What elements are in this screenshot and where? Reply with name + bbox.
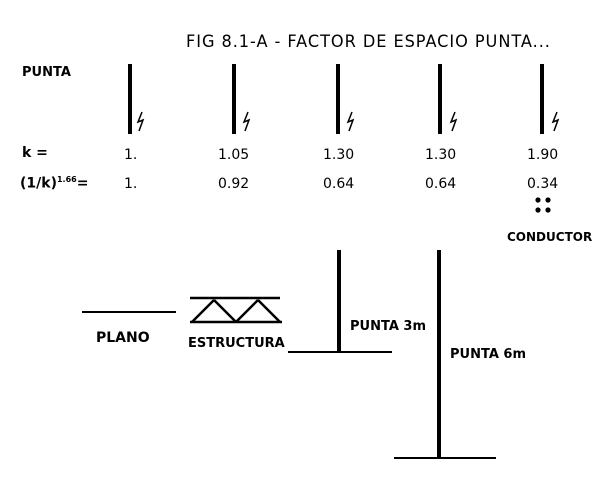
- factor-label-base: (1/k): [20, 175, 57, 192]
- k-value-5: 1.90: [527, 147, 559, 163]
- figure-title: FIG 8.1-A - FACTOR DE ESPACIO PUNTA...: [186, 32, 551, 52]
- factor-value-1: 1.: [124, 176, 138, 192]
- punta-symbol-3: [336, 64, 355, 134]
- factor-value-2: 0.92: [218, 176, 250, 192]
- factor-row-label: (1/k)1.66=: [20, 176, 88, 191]
- plano-label: PLANO: [96, 330, 150, 346]
- punta-row-label: PUNTA: [22, 65, 71, 80]
- k-value-2: 1.05: [218, 147, 250, 163]
- factor-label-equals: =: [76, 175, 89, 192]
- conductor-dots: [535, 197, 551, 213]
- punta-symbol-1: [128, 64, 145, 134]
- punta-symbol-5: [540, 64, 560, 134]
- k-row-label: k =: [22, 145, 48, 161]
- conductor-label: CONDUCTOR: [507, 230, 593, 244]
- k-value-1: 1.: [124, 147, 138, 163]
- k-value-3: 1.30: [323, 147, 355, 163]
- punta-6m-symbol: [394, 250, 496, 459]
- k-value-4: 1.30: [425, 147, 457, 163]
- punta-3m-label: PUNTA 3m: [350, 319, 427, 334]
- estructura-label: ESTRUCTURA: [188, 336, 285, 351]
- punta-symbol-2: [232, 64, 251, 134]
- punta-symbol-4: [438, 64, 458, 134]
- factor-value-3: 0.64: [323, 176, 355, 192]
- estructura-truss: [190, 296, 282, 324]
- factor-label-exponent: 1.66: [56, 175, 77, 184]
- factor-value-4: 0.64: [425, 176, 457, 192]
- factor-value-5: 0.34: [527, 176, 559, 192]
- punta-6m-label: PUNTA 6m: [450, 347, 527, 362]
- punta-3m-symbol: [288, 250, 392, 353]
